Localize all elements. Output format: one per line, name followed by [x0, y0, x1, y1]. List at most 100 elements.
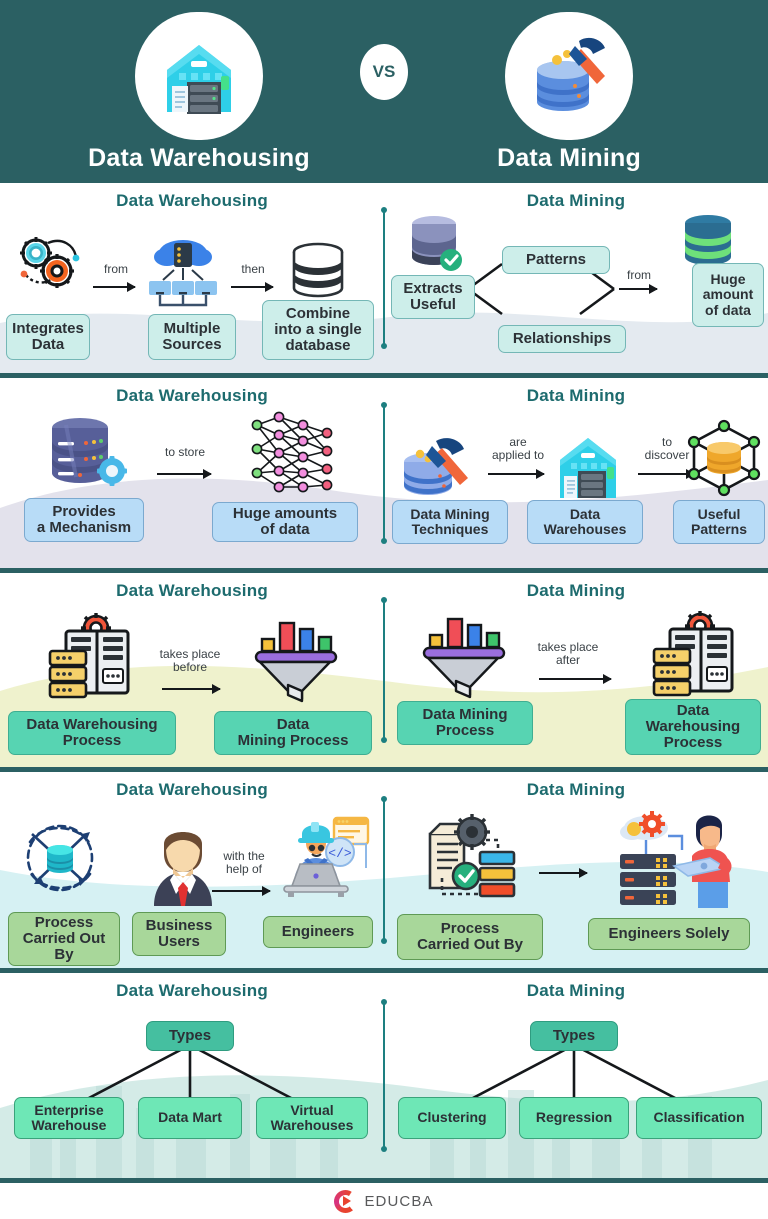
database-orbit-icon — [16, 814, 104, 902]
row3-left-arrow — [162, 684, 221, 694]
row1-left-connector-then: then — [241, 262, 265, 276]
educba-play-logo-icon — [334, 1189, 358, 1213]
row2-left-box-0: Provides a Mechanism — [24, 498, 144, 542]
row4-right-box-0: Process Carried Out By — [397, 914, 543, 960]
header-banner: Data Warehousing VS — [0, 0, 768, 178]
data-funnel-icon — [250, 619, 340, 703]
vs-badge: VS — [360, 44, 408, 100]
row4-left-arrow — [212, 886, 271, 896]
businessman-icon — [146, 820, 220, 906]
data-funnel-icon — [418, 615, 508, 699]
row5-left-tree-lines — [67, 1043, 313, 1111]
row2-right-box-0: Data Mining Techniques — [392, 500, 508, 544]
row1-left-box-1: Multiple Sources — [148, 314, 236, 360]
row4-right-title: Data Mining — [526, 780, 626, 799]
row5-right-box-0: Clustering — [398, 1097, 506, 1139]
cloud-sources-icon — [143, 235, 223, 315]
row5-right-tree-lines — [451, 1043, 697, 1111]
row4-right-box-1: Engineers Solely — [588, 918, 750, 950]
engineer-laptop-icon: </> — [278, 812, 374, 908]
database-hammer-icon — [505, 11, 633, 140]
row3-divider — [381, 597, 387, 743]
engineer-server-icon — [612, 806, 748, 908]
row3-right-box-1: Data Warehousing Process — [625, 699, 761, 755]
row3-left-column: Data Warehousing — [0, 573, 384, 767]
row2-left-box-1: Huge amounts of data — [212, 502, 358, 542]
header-left-title: Data Warehousing — [88, 143, 310, 172]
database-green-icon — [677, 213, 739, 271]
svg-text:</>: </> — [328, 846, 352, 861]
footer-brand-bar: EDUCBA — [0, 1178, 768, 1219]
brand-name: EDUCBA — [364, 1192, 434, 1210]
row3-right-connector: takes place after — [537, 640, 599, 668]
database-hammer-icon — [398, 434, 476, 504]
server-rack-gear-icon — [646, 611, 742, 699]
row1-left-box-0: Integrates Data — [6, 314, 90, 360]
hex-network-database-icon — [684, 418, 764, 498]
row5-right-box-2: Classification — [636, 1097, 762, 1139]
row1-right-box-extracts: Extracts Useful — [391, 275, 475, 319]
row-process-order: Data Warehousing — [0, 568, 768, 767]
row5-right-box-1: Regression — [519, 1097, 629, 1139]
row4-left-box-2: Engineers — [263, 916, 373, 948]
row1-right-column: Data Mining — [384, 183, 768, 373]
row1-right-connector-from: from — [627, 268, 651, 282]
row1-left-arrow-2 — [231, 282, 274, 292]
row5-right-title: Data Mining — [526, 981, 626, 1000]
row4-left-column: Data Warehousing — [0, 772, 384, 968]
row4-divider — [381, 796, 387, 944]
row2-right-column: Data Mining — [384, 378, 768, 568]
row2-right-arrow-1 — [488, 469, 545, 479]
row1-right-box-huge: Huge amount of data — [692, 263, 764, 327]
row4-left-box-0: Process Carried Out By — [8, 912, 120, 966]
row1-right-arrow — [619, 284, 658, 294]
row2-divider — [381, 401, 387, 545]
row4-left-title: Data Warehousing — [116, 780, 268, 799]
row2-right-connector-2: to discover — [644, 435, 690, 463]
database-stack-icon — [287, 241, 349, 303]
row1-right-box-relationships: Relationships — [498, 325, 626, 353]
row5-left-box-2: Virtual Warehouses — [256, 1097, 368, 1139]
row5-left-root: Types — [146, 1021, 234, 1051]
row1-divider — [381, 206, 387, 350]
row1-left-arrow-1 — [93, 282, 136, 292]
row4-right-column: Data Mining — [384, 772, 768, 968]
row3-left-box-1: Data Mining Process — [214, 711, 372, 755]
row5-divider — [381, 998, 387, 1152]
row4-left-box-1: Business Users — [132, 912, 226, 956]
row4-right-arrow — [539, 868, 588, 878]
row2-right-box-1: Data Warehouses — [527, 500, 643, 544]
gears-icon — [12, 231, 86, 293]
warehouse-building-icon — [135, 11, 263, 140]
row-mechanism: Data Warehousing — [0, 373, 768, 568]
row3-left-title: Data Warehousing — [116, 581, 268, 600]
document-process-icon — [420, 814, 520, 904]
row1-left-box-2: Combine into a single database — [262, 300, 374, 360]
row1-left-connector-from: from — [104, 262, 128, 276]
header-right-title: Data Mining — [497, 143, 641, 172]
header-right-side: Data Mining — [414, 6, 724, 173]
row3-left-connector: takes place before — [159, 647, 221, 675]
row2-left-title: Data Warehousing — [116, 386, 268, 405]
row2-right-box-2: Useful Patterns — [673, 500, 765, 544]
row4-left-connector: with the help of — [223, 849, 265, 877]
row5-right-root: Types — [530, 1021, 618, 1051]
server-rack-gear-icon — [42, 613, 138, 701]
row2-left-arrow — [157, 469, 212, 479]
neural-network-icon — [247, 411, 339, 493]
row2-right-title: Data Mining — [526, 386, 626, 405]
row1-left-title: Data Warehousing — [116, 191, 268, 210]
row5-left-box-1: Data Mart — [138, 1097, 242, 1139]
row3-right-column: Data Mining — [384, 573, 768, 767]
database-check-icon — [404, 213, 464, 275]
database-gear-icon — [42, 415, 127, 495]
row1-left-column: Data Warehousing — [0, 183, 384, 373]
row2-left-connector: to store — [164, 445, 206, 459]
row2-right-connector-1: are applied to — [491, 435, 545, 463]
row1-right-title: Data Mining — [526, 191, 626, 210]
row-types: Data Warehousing Data Mining — [0, 968, 768, 1178]
row3-right-title: Data Mining — [526, 581, 626, 600]
header-left-side: Data Warehousing — [44, 6, 354, 173]
row3-right-arrow — [539, 674, 612, 684]
